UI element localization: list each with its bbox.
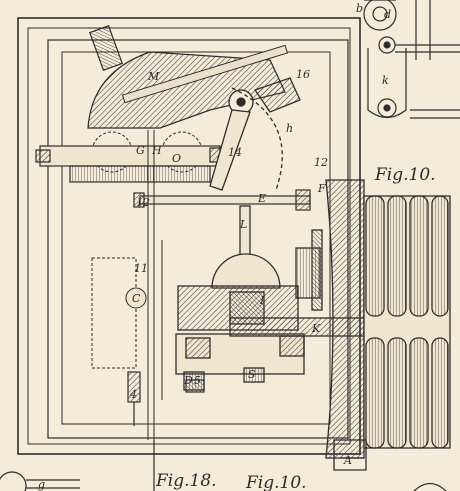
label-d-top: d — [384, 8, 391, 21]
label-k: K — [311, 322, 321, 335]
label-11: 11 — [134, 262, 148, 275]
label-h-right: h — [286, 122, 293, 135]
label-k-top: k — [382, 74, 389, 87]
adjacent-figure-bottom-left — [0, 471, 447, 491]
label-i: I — [259, 294, 265, 307]
label-12-left: 12 — [136, 196, 150, 209]
label-h: H — [151, 144, 162, 157]
label-14: 14 — [228, 146, 242, 159]
label-d: D — [183, 374, 193, 387]
label-a: A — [343, 454, 352, 467]
pulley-wheel — [325, 179, 451, 471]
lever-arm — [209, 77, 301, 277]
label-l: L — [239, 218, 247, 231]
adjacent-figure-top-right — [363, 0, 460, 119]
label-g: G — [136, 144, 145, 157]
lower-left-lever — [127, 371, 205, 491]
label-c: C — [132, 292, 141, 305]
label-g-bottom: g — [38, 478, 45, 491]
label-16: 16 — [296, 68, 310, 81]
label-m: M — [147, 70, 160, 83]
fig18-caption: Fig.18. — [155, 471, 217, 491]
label-e: E — [257, 192, 266, 205]
rod-e — [133, 189, 311, 211]
label-o: O — [172, 152, 181, 165]
label-4: 4 — [129, 388, 137, 401]
label-b: b — [356, 2, 363, 15]
label-5: 5 — [194, 374, 201, 387]
fig10-caption-top: Fig.10. — [374, 165, 436, 185]
label-12-right: 12 — [314, 156, 328, 169]
label-s: S — [248, 368, 256, 381]
vertical-rails — [91, 130, 163, 460]
label-f: F — [317, 182, 326, 195]
crossbar-gho — [35, 145, 227, 183]
fig10-caption-bottom: Fig.10. — [245, 473, 307, 491]
